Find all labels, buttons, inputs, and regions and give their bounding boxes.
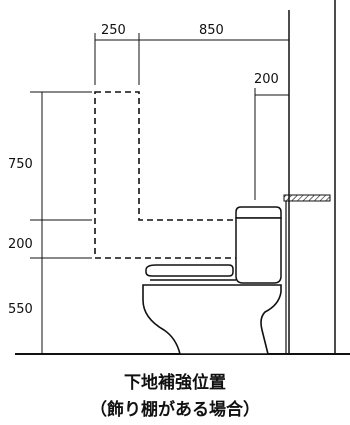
caption-title: 下地補強位置 [124, 373, 226, 393]
toilet-bowl [142, 284, 282, 355]
vertical-dimension [30, 91, 92, 354]
caption-subtitle: （飾り棚がある場合） [90, 400, 260, 420]
shelf-offset-dimension [254, 88, 289, 200]
dimension-label-200-shelf: 200 [254, 72, 279, 87]
toilet-tank [235, 206, 282, 284]
decorative-shelf [283, 194, 331, 202]
dimension-label-550: 550 [8, 302, 33, 317]
dimension-label-750: 750 [8, 157, 33, 172]
dimension-label-200: 200 [8, 237, 33, 252]
dimension-label-250: 250 [101, 23, 126, 38]
reinforcement-area-outline [94, 91, 256, 259]
top-dimension [94, 33, 290, 85]
toilet-seat [145, 264, 236, 281]
dimension-label-850: 850 [199, 23, 224, 38]
